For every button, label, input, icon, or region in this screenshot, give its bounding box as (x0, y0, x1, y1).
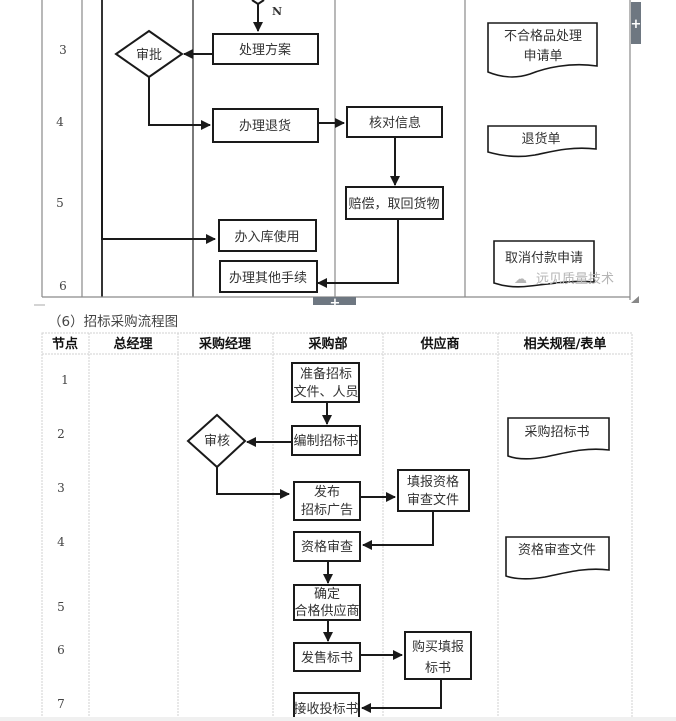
process-box-prepare (291, 362, 360, 403)
document-nonconforming (487, 22, 598, 78)
process-box-label: 办理退货 (239, 118, 291, 134)
node-number: 1 (61, 373, 69, 387)
process-box-label: 核对信息 (369, 115, 421, 131)
process-box-buy-tender (404, 631, 472, 680)
expand-handle-bottom[interactable]: + (313, 296, 356, 311)
process-box-receive-bids (293, 692, 360, 721)
section-title: （6）招标采购流程图 (48, 314, 178, 330)
node-number: 4 (57, 535, 65, 549)
document-label: 取消付款申请 (505, 251, 583, 266)
process-box-label: 确定 (314, 587, 340, 602)
bottom-flowchart: （6）招标采购流程图 节点 总经理 采购经理 采购部 供应商 相关规程/表单 1… (41, 314, 633, 721)
decision-label: 审批 (136, 48, 162, 63)
node-number: 3 (59, 43, 67, 57)
column-header: 采购部 (307, 336, 347, 352)
node-number: 3 (57, 481, 65, 495)
process-box-handle-return (212, 108, 319, 143)
bottom-edge (0, 717, 676, 721)
document-label: 不合格品处理 (504, 28, 582, 44)
column-header: 总经理 (113, 336, 152, 352)
process-box-label: 办理其他手续 (229, 271, 307, 286)
node-number: 5 (57, 600, 65, 614)
document-qualification (505, 536, 610, 580)
decision-label-n: N (272, 5, 282, 18)
process-box-sell-tender (293, 642, 361, 672)
process-box-other-procedures (219, 260, 318, 293)
document-label: 申请单 (523, 49, 562, 64)
process-box-process-plan (212, 33, 319, 65)
flow-arrow (317, 219, 399, 288)
process-box-label: 合格供应商 (294, 603, 359, 619)
process-box-label: 招标广告 (301, 503, 353, 518)
svg-text:+: + (330, 296, 341, 311)
process-box-label: 办入库使用 (234, 229, 299, 245)
process-box-determine-supplier (293, 584, 361, 621)
decision-diamond-partial (251, 0, 265, 6)
svg-text:+: + (631, 17, 642, 32)
process-box-compensate (345, 186, 444, 220)
expand-handle-right[interactable]: + (631, 2, 642, 44)
process-box-publish (293, 481, 361, 521)
process-box-label: 接收投标书 (293, 701, 358, 717)
watermark-icon: ☁ (514, 272, 527, 287)
flow-arrow (362, 511, 434, 550)
process-box-label: 编制招标书 (293, 434, 358, 449)
process-box-label: 购买填报 (412, 639, 464, 655)
process-box-label: 赔偿，取回货物 (348, 196, 439, 212)
process-box-label: 资格审查 (301, 539, 353, 555)
column-header: 供应商 (419, 336, 459, 352)
watermark-text: 远见质量技术 (536, 272, 614, 287)
node-number: 7 (57, 697, 65, 711)
process-box-warehouse-use (218, 219, 317, 252)
process-box-verify-info (346, 106, 443, 138)
table-border (41, 332, 633, 721)
node-number: 4 (56, 115, 64, 129)
document-label: 退货单 (521, 131, 560, 147)
process-box-label: 标书 (425, 661, 451, 676)
document-cancel-payment (493, 240, 595, 288)
column-header: 相关规程/表单 (524, 336, 607, 352)
process-box-compile (291, 425, 361, 456)
process-box-label: 填报资格 (407, 474, 459, 490)
flow-arrow (148, 77, 211, 130)
process-box-label: 发布 (314, 484, 340, 500)
process-box-label: 审查文件 (407, 493, 459, 508)
resize-handle[interactable] (631, 296, 639, 303)
process-box-label: 处理方案 (239, 42, 291, 58)
flow-arrow (216, 467, 290, 499)
process-box-label: 文件、人员 (293, 385, 358, 400)
node-number: 6 (59, 279, 67, 293)
node-number: 5 (56, 196, 64, 210)
column-header: 节点 (52, 336, 78, 352)
process-box-label: 发售标书 (301, 650, 353, 666)
document-label: 资格审查文件 (518, 542, 596, 558)
document-return-slip (487, 125, 597, 158)
document-label: 采购招标书 (524, 424, 589, 440)
node-number: 6 (57, 643, 65, 657)
document-tender (507, 417, 610, 460)
flow-arrow (101, 150, 216, 244)
flow-arrow (361, 679, 442, 713)
node-number: 2 (57, 427, 65, 441)
decision-label: 审核 (204, 434, 230, 449)
process-box-label: 准备招标 (300, 366, 352, 382)
top-flowchart: 3 4 5 6 N 处理方案 审批 办理退货 核对信息 赔偿，取回货物 办入库使… (34, 0, 631, 306)
column-header: 采购经理 (198, 336, 251, 352)
